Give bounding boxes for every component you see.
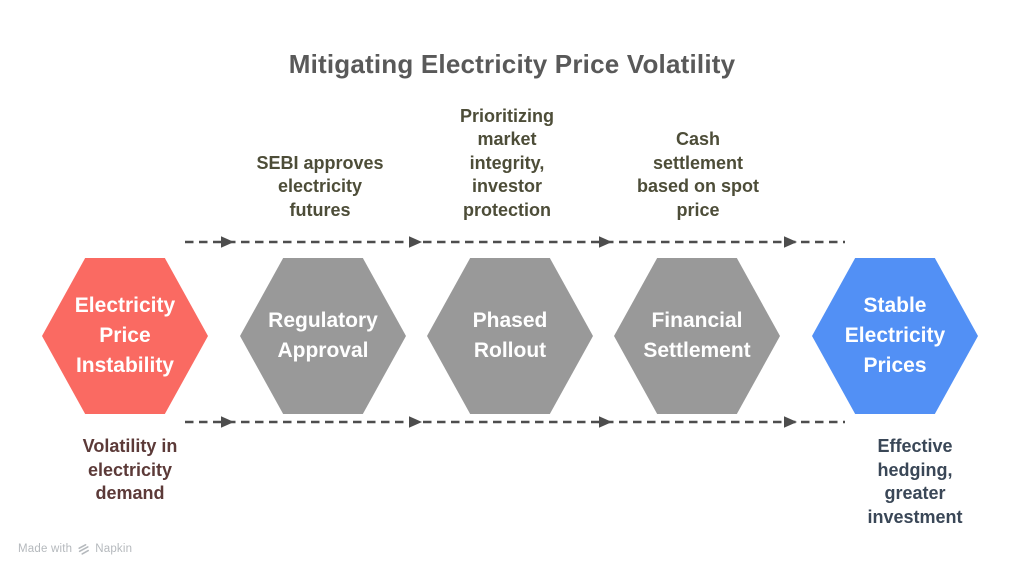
hexagon-label: Phased Rollout	[472, 309, 548, 362]
arrowhead-icon	[599, 236, 612, 248]
watermark-brand: Napkin	[95, 543, 133, 555]
arrowhead-icon	[784, 236, 797, 248]
arrowhead-icon	[409, 416, 422, 428]
made-with-napkin-watermark: Made with Napkin	[18, 542, 132, 557]
step-annotation-regulatory-approval: SEBI approves electricity futures	[256, 152, 384, 220]
diagram-title: Mitigating Electricity Price Volatility	[288, 49, 736, 79]
cause-annotation-volatility: Volatility in electricity demand	[82, 436, 178, 503]
step-annotation-phased-rollout: Prioritizing market integrity, investor …	[460, 105, 554, 220]
hexagon-label: Stable Electricity Prices	[844, 294, 946, 377]
hexagon-label: Electricity Price Instability	[74, 294, 176, 377]
step-annotation-financial-settlement: Cash settlement based on spot price	[636, 129, 759, 220]
arrowhead-icon	[221, 416, 234, 428]
hexagon-label: Financial Settlement	[643, 309, 751, 362]
napkin-logo-icon	[78, 544, 90, 555]
outcome-annotation-hedging: Effective hedging, greater investment	[867, 436, 963, 527]
arrowhead-icon	[784, 416, 797, 428]
hexagon-label: Regulatory Approval	[268, 309, 378, 362]
arrowhead-icon	[599, 416, 612, 428]
arrowhead-icon	[409, 236, 422, 248]
watermark-text: Made with	[18, 543, 73, 555]
arrowhead-icon	[221, 236, 234, 248]
